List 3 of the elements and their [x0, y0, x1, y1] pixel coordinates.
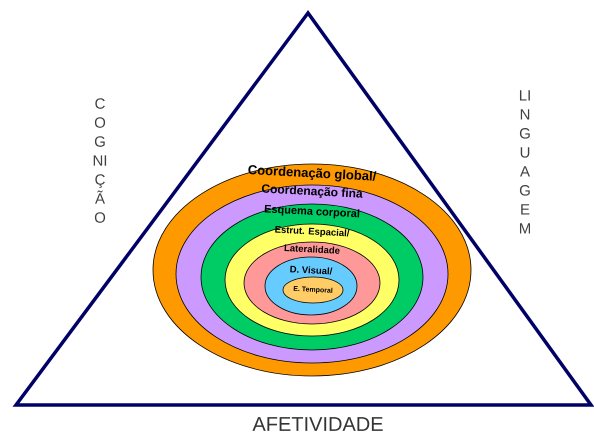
side-label: C O G NI Ç Ã O: [94, 98, 106, 223]
side-label: LI N G U A G E M: [520, 90, 530, 234]
bottom-label: AFETIVIDADE: [252, 417, 383, 431]
